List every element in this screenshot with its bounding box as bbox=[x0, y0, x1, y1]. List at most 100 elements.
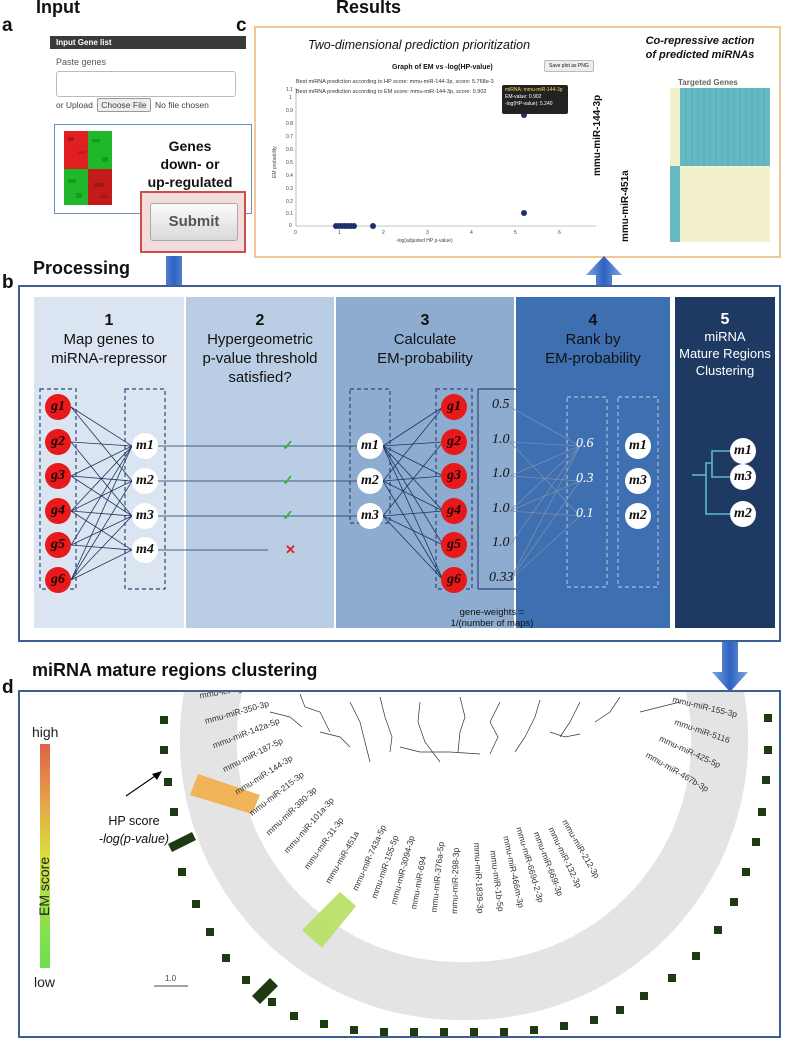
svg-text:0.4: 0.4 bbox=[286, 173, 293, 179]
mirna-node-m3: m3 bbox=[132, 503, 158, 529]
co-repressive-title: Co-repressive action of predicted miRNAs bbox=[645, 35, 755, 61]
gene-weight-4: 1.0 bbox=[492, 501, 510, 516]
step3-gene-g2: g2 bbox=[441, 429, 467, 455]
step3-gene-g4: g4 bbox=[441, 498, 467, 524]
rank-value-3: 0.1 bbox=[576, 506, 594, 521]
arrow-up-to-results bbox=[586, 256, 622, 290]
input-title: Input bbox=[36, 0, 80, 17]
step3-gene-g3: g3 bbox=[441, 463, 467, 489]
mirna-leaf-label: mmu-miR-1839-3p bbox=[472, 842, 486, 914]
results-title: Results bbox=[336, 0, 402, 17]
cluster-mirna-3: m2 bbox=[730, 501, 756, 527]
cluster-mirna-2: m3 bbox=[730, 464, 756, 490]
svg-text:1: 1 bbox=[338, 230, 341, 236]
gene-weights-note: gene-weights = 1/(number of maps) bbox=[450, 607, 534, 629]
processing-panel: 1 Map genes to miRNA-repressor 2 Hyperge… bbox=[18, 285, 781, 642]
legend-low: low bbox=[34, 974, 56, 990]
step-4-title: 4 Rank by EM-probability bbox=[545, 312, 641, 367]
svg-text:0.7: 0.7 bbox=[286, 134, 293, 140]
clustering-title: miRNA mature regions clustering bbox=[32, 660, 318, 680]
gene-weight-2: 1.0 bbox=[492, 432, 510, 447]
heatmap-thumbnail bbox=[64, 131, 112, 205]
gene-node-g4: g4 bbox=[45, 498, 71, 524]
genes-label: Genes down- or up-regulated bbox=[147, 138, 233, 190]
choose-file-button[interactable]: Choose File bbox=[97, 98, 151, 112]
best-em-text: Best miRNA prediction according to EM sc… bbox=[296, 89, 487, 95]
save-plot-button[interactable]: Save plot as PNG bbox=[544, 60, 594, 72]
gene-node-g6: g6 bbox=[45, 567, 71, 593]
step-3-title: 3 Calculate EM-probability bbox=[377, 312, 473, 367]
svg-text:3: 3 bbox=[426, 230, 429, 236]
svg-text:2: 2 bbox=[382, 230, 385, 236]
svg-text:0: 0 bbox=[294, 230, 297, 236]
svg-text:1: 1 bbox=[289, 95, 292, 101]
ranked-mirna-1: m1 bbox=[625, 433, 651, 459]
step-2-column: 2 Hypergeometric p-value threshold satis… bbox=[186, 297, 334, 628]
svg-text:0: 0 bbox=[289, 223, 292, 229]
svg-text:0.5: 0.5 bbox=[286, 160, 293, 166]
svg-text:0.1: 0.1 bbox=[286, 211, 293, 217]
clustering-panel: mmu-let-7g-3pmmu-miR-350-3pmmu-miR-142a-… bbox=[18, 690, 781, 1038]
targeted-genes-heatmap bbox=[670, 88, 770, 242]
cross-icon-m4: ✕ bbox=[285, 542, 296, 557]
mirna-leaf-label: mmu-miR-1b-5p bbox=[488, 850, 506, 912]
svg-text:0.3: 0.3 bbox=[286, 186, 293, 192]
step3-mirna-m2: m2 bbox=[357, 468, 383, 494]
paste-genes-label: Paste genes bbox=[56, 57, 107, 67]
mirna-leaf-label: mmu-miR-694 bbox=[408, 855, 428, 910]
ranked-mirna-2: m3 bbox=[625, 468, 651, 494]
scatter-ylabel: EM probability bbox=[272, 146, 278, 178]
rank-value-2: 0.3 bbox=[576, 471, 594, 486]
svg-text:0.8: 0.8 bbox=[286, 121, 293, 127]
mirna-node-m2: m2 bbox=[132, 468, 158, 494]
step-3-column: 3 Calculate EM-probability bbox=[336, 297, 514, 628]
svg-text:4: 4 bbox=[470, 230, 473, 236]
mirna-node-m1: m1 bbox=[132, 433, 158, 459]
upload-row: or Upload Choose File No file chosen bbox=[56, 98, 209, 112]
step-5-title: 5 miRNA Mature Regions Clustering bbox=[679, 311, 771, 378]
hp-score-label: HP score -log(p-value) bbox=[98, 814, 170, 846]
gene-weight-1: 0.5 bbox=[492, 397, 510, 412]
svg-text:0.9: 0.9 bbox=[286, 108, 293, 114]
cluster-mirna-1: m1 bbox=[730, 438, 756, 464]
gene-node-g3: g3 bbox=[45, 463, 71, 489]
svg-text:0.6: 0.6 bbox=[286, 147, 293, 153]
step3-mirna-m1: m1 bbox=[357, 433, 383, 459]
svg-text:5: 5 bbox=[514, 230, 517, 236]
scatter-xlabel: -log(adjusted HP p-value) bbox=[396, 238, 453, 244]
panel-letter-c: c bbox=[236, 15, 247, 36]
mirna-node-m4: m4 bbox=[132, 537, 158, 563]
paste-genes-textarea[interactable] bbox=[56, 71, 236, 97]
check-icon-m3: ✓ bbox=[282, 507, 294, 523]
mirna-leaf-label: mmu-miR-376a-5p bbox=[429, 841, 446, 913]
step-5-column: 5 miRNA Mature Regions Clustering bbox=[675, 297, 775, 628]
panel-letter-b: b bbox=[2, 272, 14, 293]
processing-title: Processing bbox=[33, 258, 131, 278]
processing-graph bbox=[39, 388, 730, 590]
step-1-title: 1 Map genes to miRNA-repressor bbox=[51, 312, 167, 367]
targeted-genes-title: Targeted Genes bbox=[678, 78, 738, 87]
two-dimensional-title: Two-dimensional prediction prioritizatio… bbox=[308, 38, 531, 52]
mirna-leaf-label: mmu-miR-298-3p bbox=[449, 847, 461, 914]
scatter-tooltip: miRNA: mmu-miR-144-3p EM-value: 0.902 -l… bbox=[502, 85, 568, 114]
no-file-label: No file chosen bbox=[154, 100, 209, 110]
best-hp-text: Best miRNA prediction according to HP sc… bbox=[296, 79, 494, 85]
legend-high: high bbox=[32, 724, 59, 740]
gene-weight-3: 1.0 bbox=[492, 466, 510, 481]
gene-node-g2: g2 bbox=[45, 429, 71, 455]
step-2-title: 2 Hypergeometric p-value threshold satis… bbox=[202, 312, 318, 386]
gene-node-g1: g1 bbox=[45, 394, 71, 420]
svg-text:0.2: 0.2 bbox=[286, 199, 293, 205]
step3-gene-g5: g5 bbox=[441, 532, 467, 558]
gene-weight-5: 1.0 bbox=[492, 535, 510, 550]
step3-gene-g1: g1 bbox=[441, 394, 467, 420]
em-score-label: EM score bbox=[36, 856, 52, 916]
arrow-down-to-clustering bbox=[712, 642, 748, 692]
panel-letter-a: a bbox=[2, 15, 13, 36]
step3-gene-g6: g6 bbox=[441, 567, 467, 593]
or-upload-label: or Upload bbox=[56, 100, 93, 110]
rank-value-1: 0.6 bbox=[576, 436, 594, 451]
check-icon-m1: ✓ bbox=[282, 437, 294, 453]
submit-button[interactable]: Submit bbox=[150, 203, 238, 241]
